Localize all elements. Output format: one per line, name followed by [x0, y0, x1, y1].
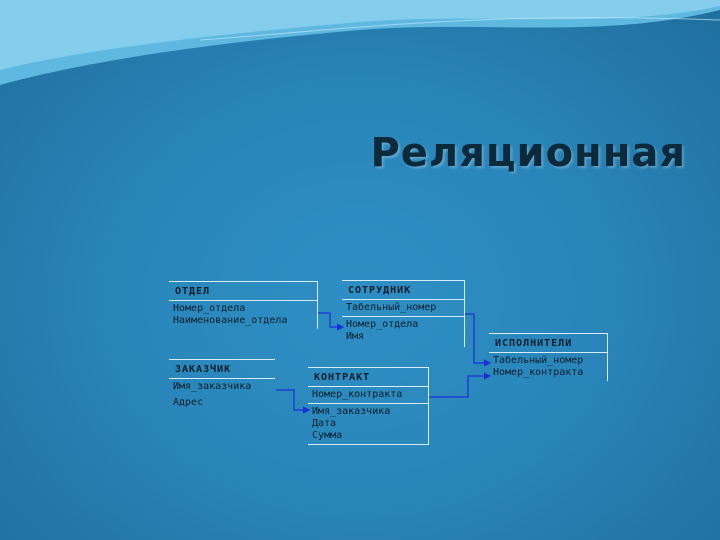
attribute: Наименование_отдела	[173, 315, 288, 326]
attribute: Имя	[346, 331, 365, 342]
entity-zakazchik-attrs: Адрес	[169, 395, 275, 411]
entity-sotrudnik-attrs: Номер_отдела Имя	[342, 316, 464, 347]
entity-kontrakt: КОНТРАКТ Номер_контракта Имя_заказчика Д…	[308, 367, 429, 445]
attribute: Номер_контракта	[493, 367, 584, 378]
link-kontrakt-ispolniteli	[429, 372, 492, 398]
attribute: Табельный_номер	[493, 355, 584, 366]
entity-ispolniteli-key: Табельный_номер Номер_контракта	[489, 352, 607, 381]
entity-sotrudnik-name: СОТРУДНИК	[348, 285, 412, 296]
attribute: Номер_отдела	[173, 303, 246, 314]
entity-sotrudnik: СОТРУДНИК Табельный_номер Номер_отдела И…	[342, 280, 465, 347]
entity-ispolniteli: ИСПОЛНИТЕЛИ Табельный_номер Номер_контра…	[489, 333, 608, 381]
link-otdel-sotrudnik	[318, 312, 345, 331]
attribute: Имя_заказчика	[173, 381, 252, 392]
entity-kontrakt-attrs: Имя_заказчика Дата Сумма	[308, 403, 428, 444]
link-sotrudnik-ispolniteli	[465, 313, 492, 367]
attribute: Номер_контракта	[312, 389, 403, 400]
entity-kontrakt-name: КОНТРАКТ	[314, 372, 371, 383]
entity-otdel-name: ОТДЕЛ	[175, 286, 211, 297]
entity-sotrudnik-key: Табельный_номер	[342, 299, 464, 316]
entity-zakazchik: ЗАКАЗЧИК Имя_заказчика Адрес	[169, 359, 275, 411]
slide-title: Реляционная	[370, 130, 686, 176]
attribute: Адрес	[173, 397, 204, 408]
entity-otdel-key: Номер_отдела Наименование_отдела	[169, 300, 317, 329]
attribute: Сумма	[312, 430, 343, 441]
entity-zakazchik-name: ЗАКАЗЧИК	[175, 364, 232, 375]
attribute: Имя_заказчика	[312, 406, 391, 417]
entity-ispolniteli-name: ИСПОЛНИТЕЛИ	[495, 338, 573, 349]
attribute: Номер_отдела	[346, 319, 419, 330]
entity-otdel: ОТДЕЛ Номер_отдела Наименование_отдела	[169, 281, 318, 329]
attribute: Табельный_номер	[346, 302, 437, 313]
entity-zakazchik-key: Имя_заказчика	[169, 378, 275, 395]
attribute: Дата	[312, 418, 337, 429]
header-wave-decoration	[0, 0, 720, 85]
link-zakazchik-kontrakt	[276, 389, 311, 414]
entity-kontrakt-key: Номер_контракта	[308, 386, 428, 403]
